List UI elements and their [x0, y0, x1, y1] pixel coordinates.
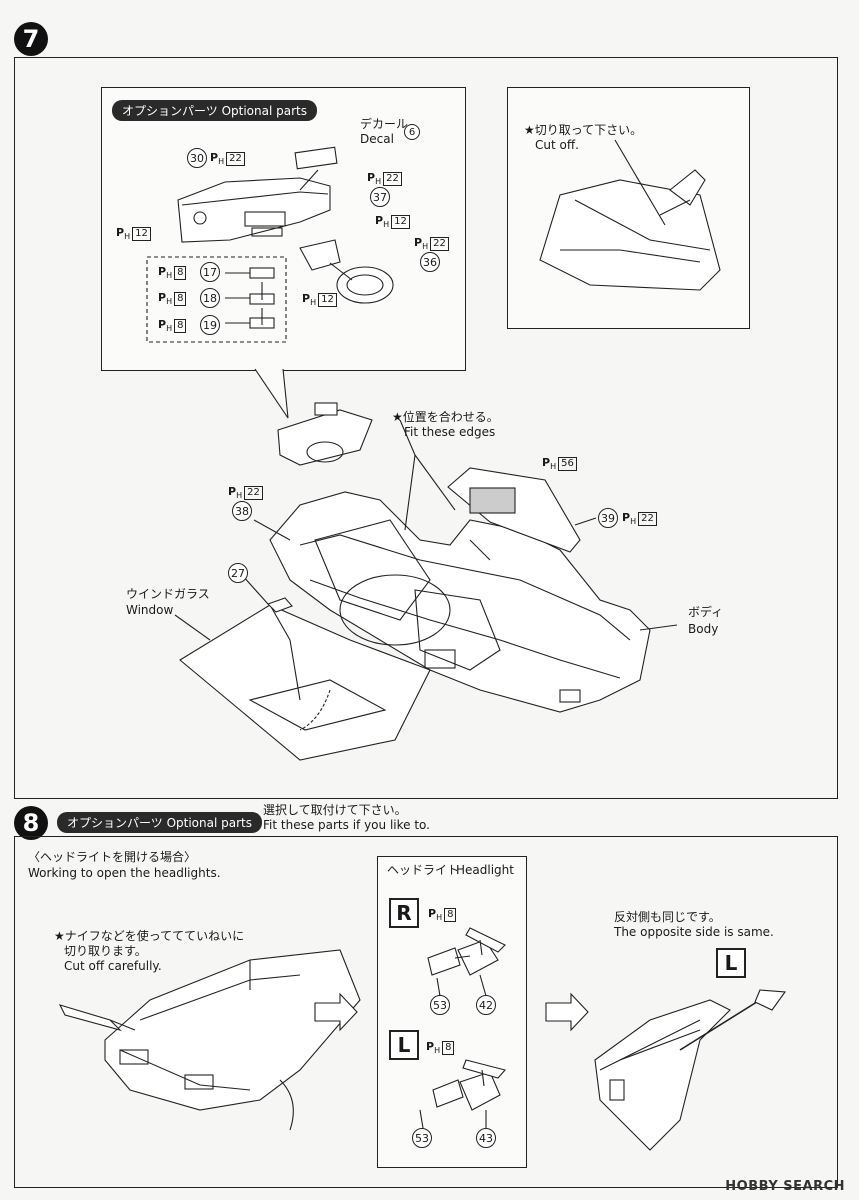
right-side-badge: R [389, 898, 419, 928]
decal-label-en: Decal [360, 132, 394, 146]
left-side-badge-2: L [716, 948, 746, 978]
window-jp: ウインドガラス [126, 587, 210, 601]
part-number-19: 19 [200, 315, 220, 335]
part-number-43: 43 [476, 1128, 496, 1148]
knife-jp-2: 切り取ります。 [64, 944, 147, 958]
decal-label-jp: デカール [360, 117, 409, 131]
part-number-38: 38 [232, 501, 252, 521]
optional-parts-label: オプションパーツ Optional parts [112, 100, 317, 121]
part-number-30: 30 [187, 148, 207, 168]
opposite-side-en: The opposite side is same. [614, 925, 774, 939]
part-number-53-left: 53 [412, 1128, 432, 1148]
watermark: HOBBY SEARCH [725, 1179, 845, 1194]
fit-edges-jp: ★位置を合わせる。 [392, 410, 499, 424]
open-headlights-en: Working to open the headlights. [28, 866, 221, 880]
open-headlights-jp: 〈ヘッドライトを開ける場合〉 [28, 850, 197, 864]
headlight-jp: ヘッドライト [387, 863, 460, 877]
opposite-side-jp: 反対側も同じです。 [614, 910, 721, 924]
part-number-17: 17 [200, 262, 220, 282]
left-side-badge: L [389, 1030, 419, 1060]
headlight-en: Headlight [456, 863, 514, 877]
part-number-27: 27 [228, 563, 248, 583]
cut-off-jp: ★切り取って下さい。 [524, 123, 643, 137]
window-en: Window [126, 603, 174, 617]
step-7-number: 7 [14, 22, 48, 56]
select-en: Fit these parts if you like to. [263, 818, 430, 832]
part-number-18: 18 [200, 288, 220, 308]
part-number-42: 42 [476, 995, 496, 1015]
optional-parts-label-8: オプションパーツ Optional parts [57, 812, 262, 833]
select-jp: 選択して取付けて下さい。 [263, 803, 407, 817]
body-jp: ボディ [688, 605, 724, 619]
step-8-number: 8 [14, 806, 48, 840]
part-number-decal: 6 [404, 124, 420, 140]
part-number-53-right: 53 [430, 995, 450, 1015]
knife-jp-1: ★ナイフなどを使っててていねいに [54, 929, 245, 943]
body-en: Body [688, 622, 719, 636]
cut-off-en: Cut off. [535, 138, 579, 152]
fit-edges-en: Fit these edges [404, 425, 496, 439]
part-number-36: 36 [420, 252, 440, 272]
knife-en: Cut off carefully. [64, 959, 162, 973]
step-7-frame [14, 57, 838, 799]
part-number-37: 37 [370, 187, 390, 207]
part-number-39: 39 [598, 508, 618, 528]
step-8-frame [14, 836, 838, 1188]
